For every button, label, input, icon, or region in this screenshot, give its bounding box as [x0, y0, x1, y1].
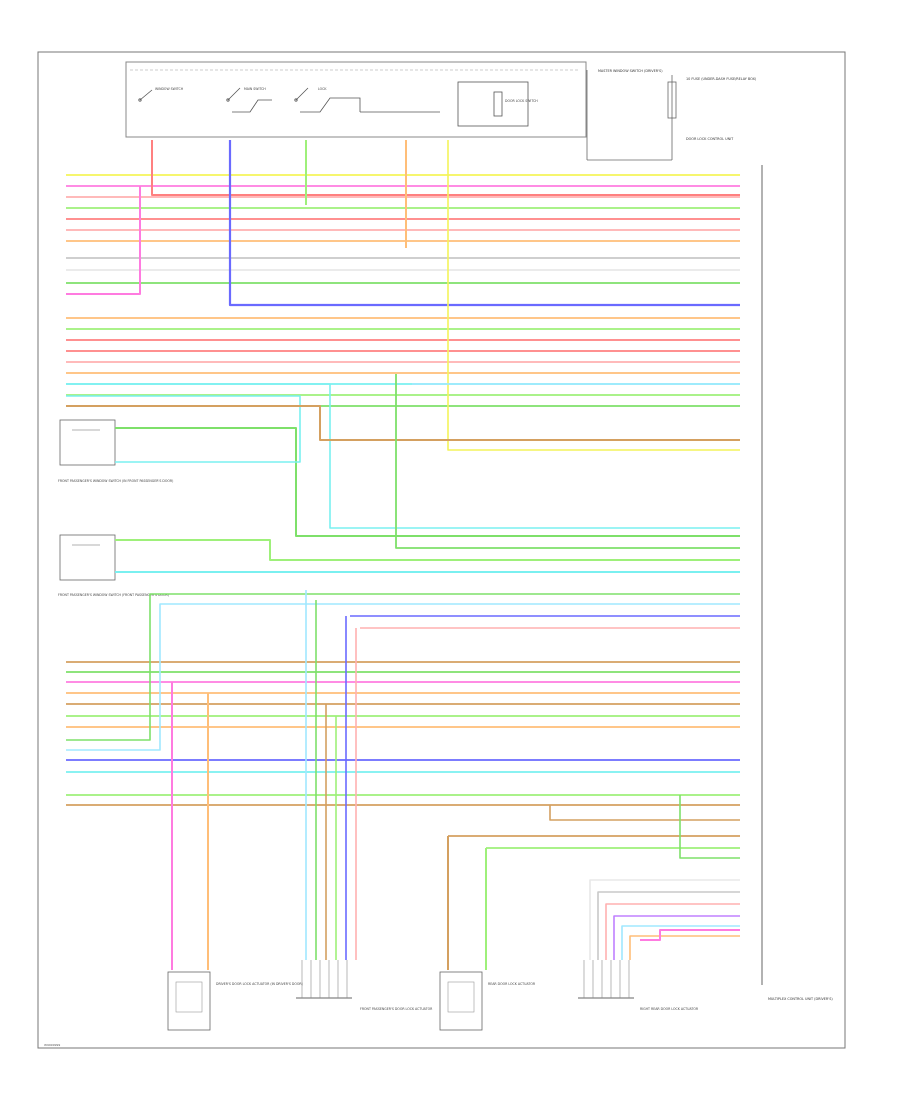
footer-code: W9999999 — [44, 1043, 60, 1047]
wire — [115, 539, 740, 561]
left-switch-a — [59, 419, 116, 466]
wire — [629, 935, 740, 960]
diagram-frame — [37, 51, 846, 1049]
left-switch-b — [59, 534, 116, 581]
wire — [621, 925, 740, 960]
wire — [613, 915, 740, 960]
wire — [605, 903, 740, 960]
wire-layer — [66, 140, 740, 998]
wire — [549, 805, 740, 821]
wire — [640, 929, 740, 941]
wire — [228, 140, 740, 307]
wire — [597, 891, 740, 960]
wire — [679, 795, 740, 859]
top-sub-label-4: DOOR LOCK SWITCH — [505, 99, 538, 103]
wire — [115, 427, 740, 537]
top-sub-label-2: MAIN SWITCH — [244, 87, 266, 91]
top-label-switch-panel: MASTER WINDOW SWITCH (DRIVER'S) — [598, 69, 663, 73]
bottom-component-2-label: FRONT PASSENGER'S DOOR LOCK ACTUATOR — [360, 1007, 433, 1011]
wire — [66, 593, 740, 741]
top-label-fuse: 10 FUSE (UNDER-DASH FUSE/RELAY BOX) — [686, 77, 757, 81]
bottom-actuator-1 — [167, 971, 211, 1031]
bottom-component-1-label: DRIVER'S DOOR LOCK ACTUATOR (IN DRIVER'S… — [216, 982, 303, 986]
top-sub-label-3: LOCK — [318, 87, 327, 91]
wire — [395, 374, 740, 549]
wire — [66, 603, 740, 751]
left-component-a-label: FRONT PASSENGER'S WINDOW SWITCH (IN FRON… — [58, 479, 173, 483]
left-component-b-label: FRONT PASSENGER'S WINDOW SWITCH (FRONT P… — [58, 593, 169, 597]
top-sub-label-1: WINDOW SWITCH — [155, 87, 184, 91]
wire — [66, 186, 141, 295]
wire — [66, 383, 740, 529]
right-component-label: MULTIPLEX CONTROL UNIT (DRIVER'S) — [768, 997, 833, 1001]
wire — [151, 140, 740, 196]
wire — [66, 405, 740, 441]
wire — [589, 879, 740, 960]
wire — [66, 395, 301, 463]
bottom-actuator-3 — [439, 971, 483, 1031]
wire — [447, 140, 740, 451]
bottom-component-3-label: REAR DOOR LOCK ACTUATOR — [488, 982, 536, 986]
master-window-switch-panel — [125, 61, 677, 161]
top-label-relay: DOOR LOCK CONTROL UNIT — [686, 137, 734, 141]
bottom-component-4-label: RIGHT REAR DOOR LOCK ACTUATOR — [640, 1007, 699, 1011]
